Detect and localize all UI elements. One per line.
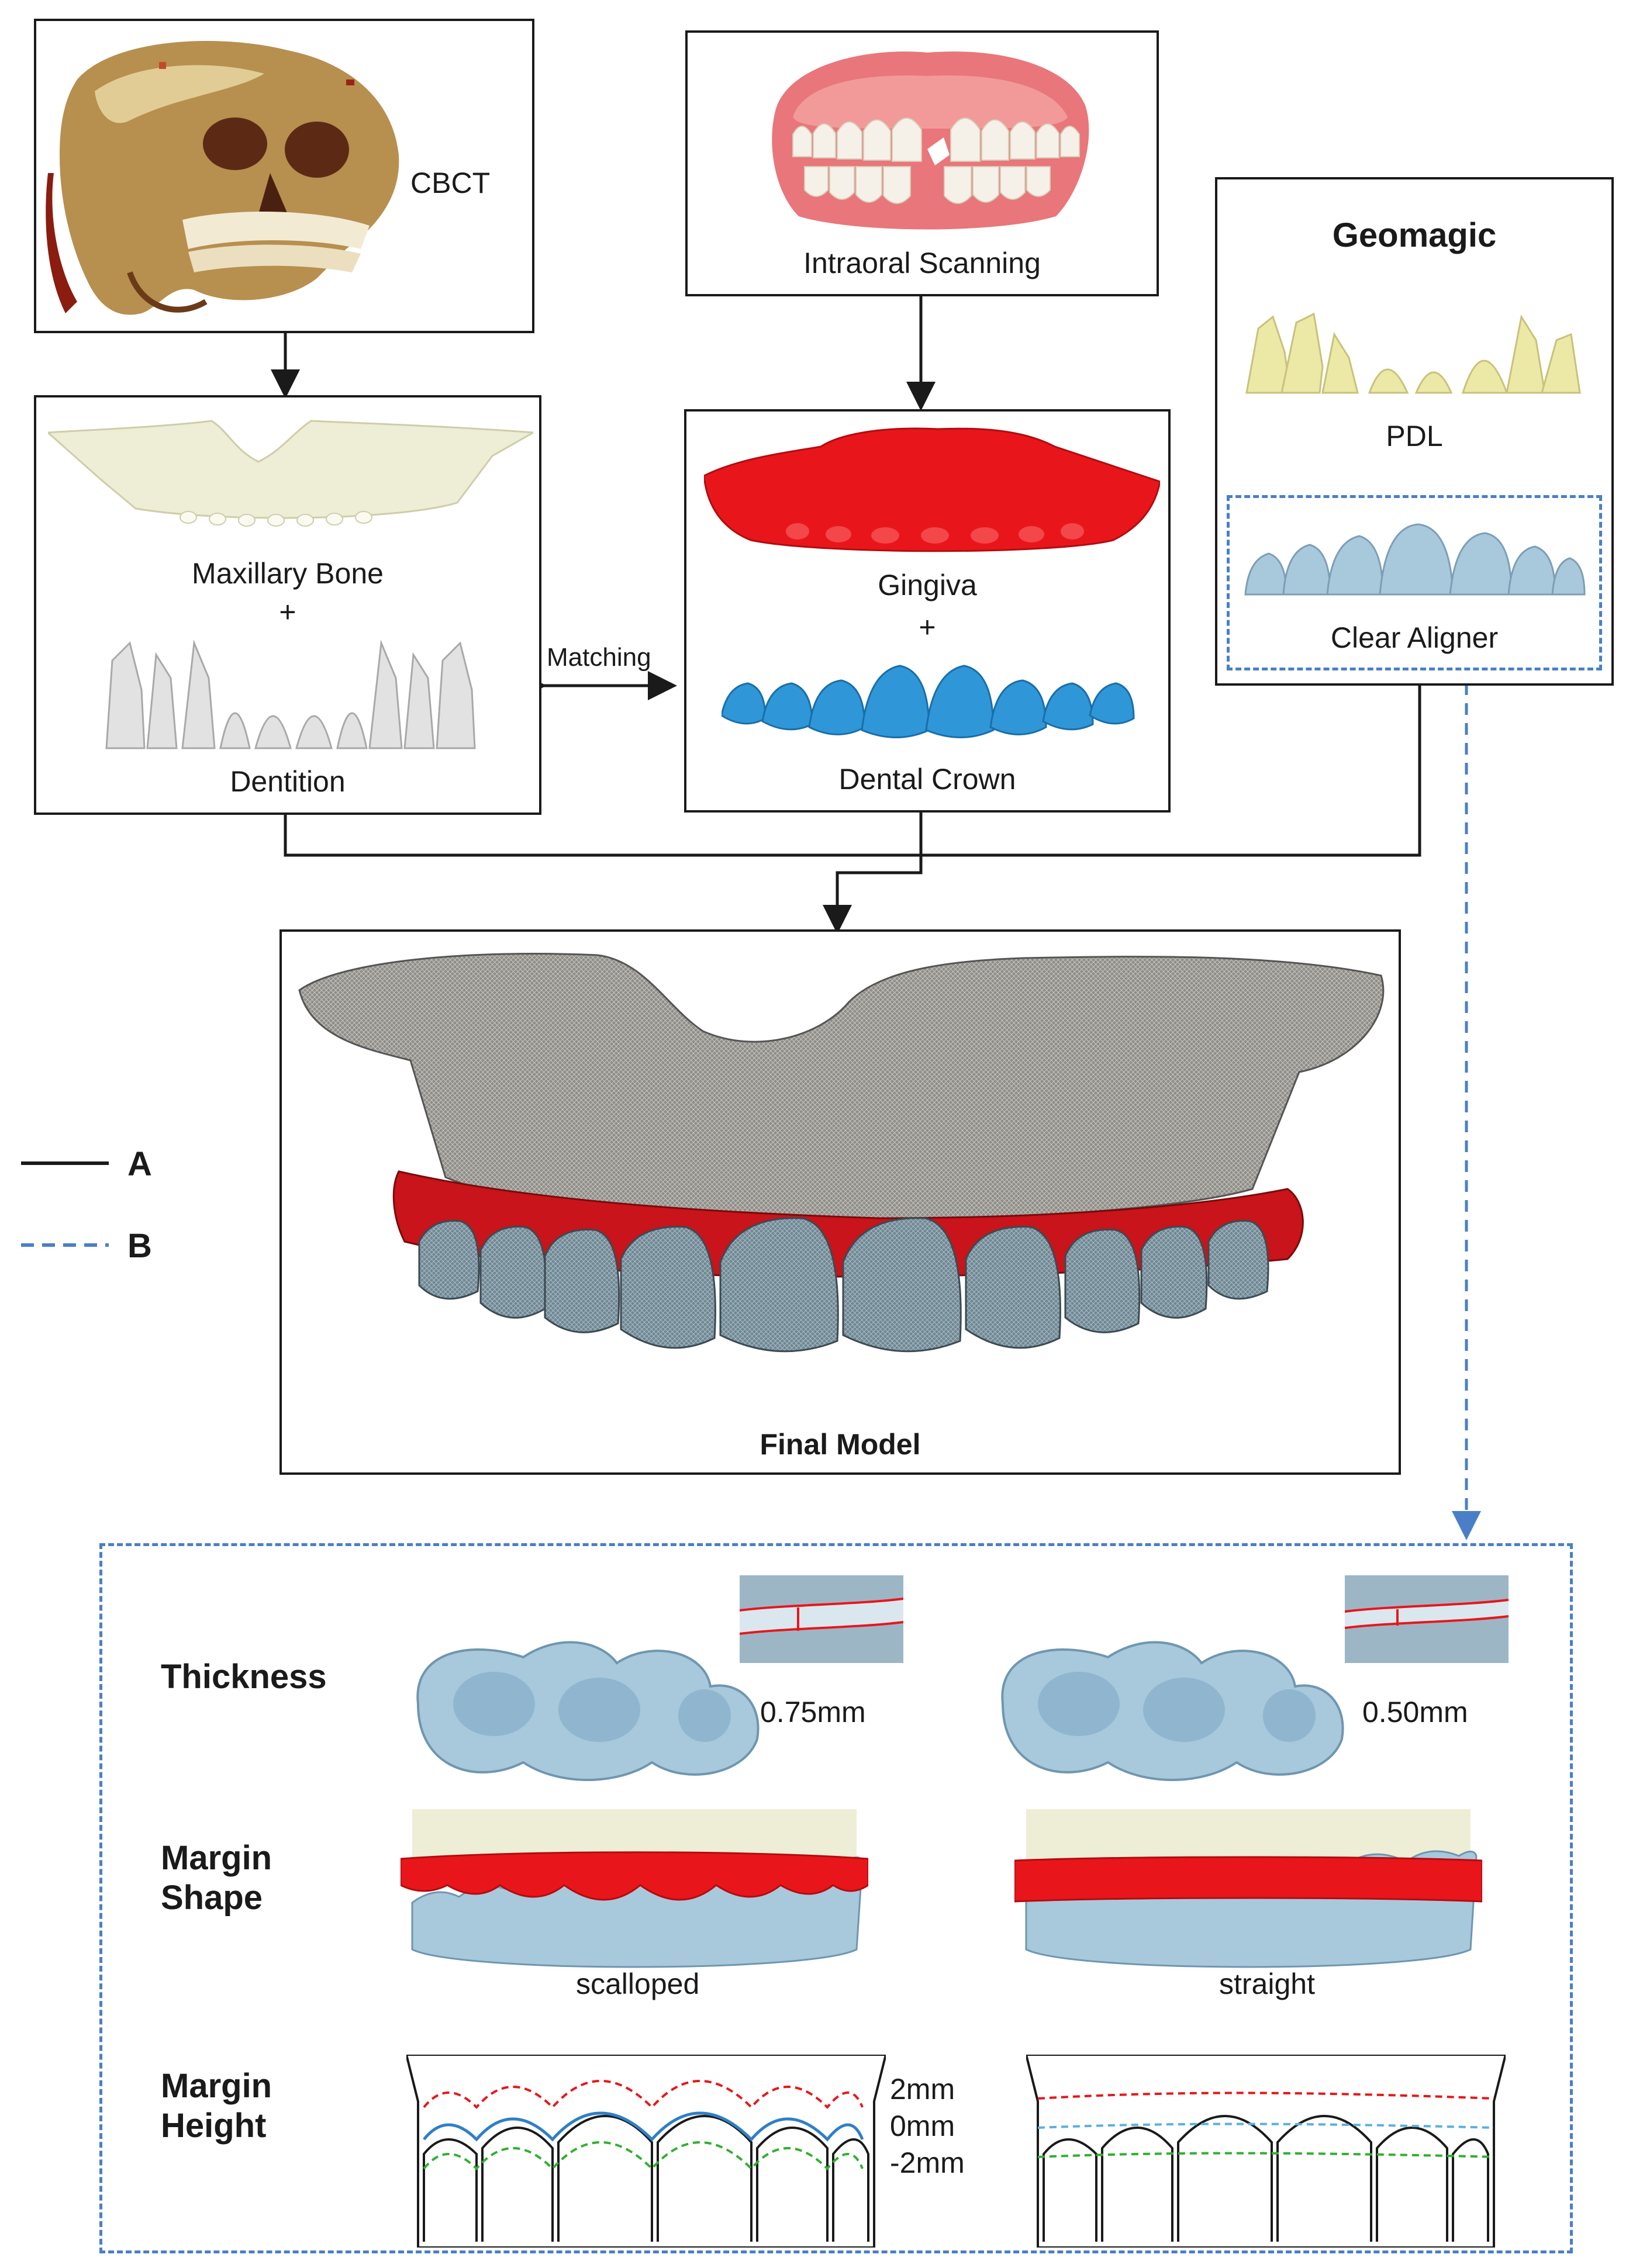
geomagic-box: Geomagic PDL Clear Aligner: [1215, 177, 1614, 686]
aligner-occlusal-left: [416, 1641, 760, 1781]
straight-0mm-line: [1037, 2122, 1494, 2129]
line-a-center: [823, 811, 923, 934]
dental-crown-image: [722, 665, 1135, 738]
aligner-occlusal-right: [1001, 1641, 1344, 1781]
maxillary-bone-image: [48, 420, 533, 527]
intraoral-box: Intraoral Scanning: [685, 30, 1159, 296]
dentition-label: Dentition: [230, 765, 346, 798]
cbct-box: CBCT: [34, 19, 534, 333]
margin-shape-caption-right: straight: [1219, 1968, 1315, 2000]
intraoral-scan-image: [772, 51, 1089, 230]
cbct-label: CBCT: [410, 167, 491, 199]
thickness-value-left: 0.75mm: [760, 1696, 866, 1728]
level-2mm: 2mm: [890, 2073, 955, 2105]
gingiva-crown-box: Gingiva + Dental Crown: [684, 409, 1171, 813]
pdl-image: [1245, 312, 1581, 394]
margin-shape-caption-left: scalloped: [576, 1968, 700, 2000]
level-minus2mm: -2mm: [890, 2146, 965, 2179]
final-model-label: Final Model: [760, 1428, 921, 1461]
maxillary-bone-label: Maxillary Bone: [192, 557, 384, 590]
thickness-value-right: 0.50mm: [1362, 1696, 1468, 1728]
maxillary-dentition-box: Maxillary Bone + Dentition: [34, 395, 541, 815]
straight-minus2mm-line: [1037, 2152, 1494, 2158]
margin-minus2mm-line: [423, 2141, 864, 2170]
margin-2mm-line: [423, 2080, 864, 2109]
final-model-box: Final Model: [279, 929, 1401, 1475]
matching-label: Matching: [547, 643, 651, 672]
geomagic-label: Geomagic: [1332, 216, 1497, 254]
straight-2mm-line: [1037, 2091, 1494, 2100]
legend-b-label: B: [127, 1227, 152, 1265]
legend: [21, 1161, 109, 1247]
gingiva-image: [704, 427, 1160, 552]
legend-a-label: A: [127, 1145, 152, 1183]
thickness-detail-right: [1345, 1575, 1509, 1663]
final-model-image: [298, 953, 1385, 1353]
line-a-left: [284, 681, 1421, 857]
gingiva-label: Gingiva: [878, 569, 977, 601]
intraoral-label: Intraoral Scanning: [803, 247, 1041, 279]
clear-aligner-label: Clear Aligner: [1330, 621, 1499, 654]
skull-image: [46, 41, 399, 315]
margin-shape-label-2: Shape: [161, 1879, 263, 1917]
margin-0mm-line: [423, 2111, 864, 2142]
dental-crown-label: Dental Crown: [838, 763, 1016, 796]
margin-height-label-1: Margin: [161, 2067, 272, 2105]
margin-height-label-2: Height: [161, 2107, 267, 2145]
clear-aligner-image: [1244, 523, 1586, 596]
dentition-image: [105, 639, 476, 749]
margin-height-straight-diagram: [1026, 2055, 1506, 2248]
level-0mm: 0mm: [890, 2110, 955, 2142]
clear-aligner-dashed-frame: [1227, 495, 1602, 670]
plus-sign-left: +: [279, 596, 296, 628]
margin-height-scalloped-diagram: [406, 2055, 886, 2248]
plus-sign-right: +: [919, 611, 936, 644]
thickness-detail-left: [740, 1575, 903, 1663]
margin-shape-scalloped-image: [401, 1809, 868, 1968]
pdl-label: PDL: [1386, 420, 1443, 452]
margin-shape-label-1: Margin: [161, 1839, 272, 1877]
margin-shape-straight-image: [1014, 1809, 1482, 1968]
variations-panel: Thickness 0.75mm 0.50mm Margin Shape: [99, 1543, 1573, 2253]
thickness-label: Thickness: [161, 1658, 327, 1696]
